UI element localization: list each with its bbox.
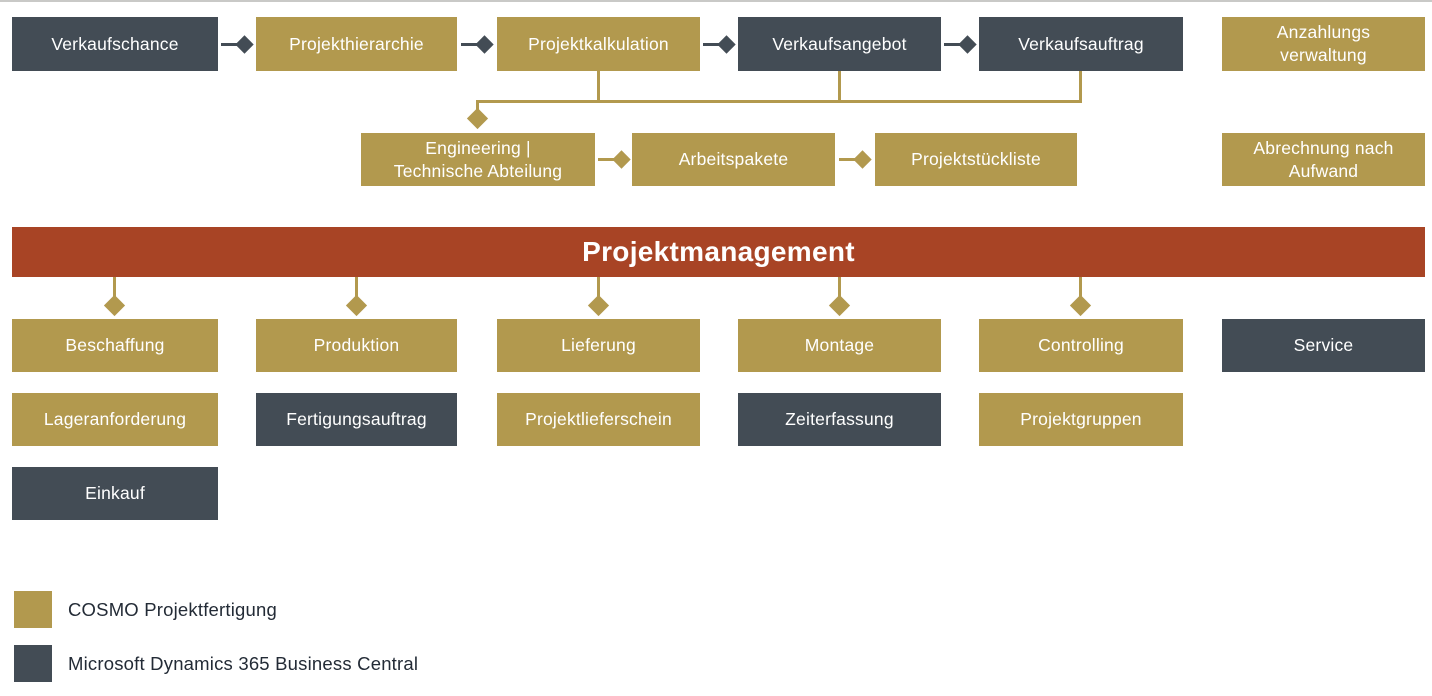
node-montage: Montage: [738, 319, 941, 372]
connector-line: [476, 100, 479, 114]
legend-swatch-cosmo: [14, 591, 52, 628]
node-projektstueckliste: Projektstückliste: [875, 133, 1077, 186]
top-divider: [0, 0, 1432, 2]
node-anzahlungsverwaltung: Anzahlungs verwaltung: [1222, 17, 1425, 71]
node-produktion: Produktion: [256, 319, 457, 372]
projektmanagement-banner: Projektmanagement: [12, 227, 1425, 277]
flow-arrow-down-icon: [587, 277, 610, 317]
connector-line: [838, 71, 841, 102]
flow-arrow-right-icon: [461, 35, 494, 54]
node-einkauf: Einkauf: [12, 467, 218, 520]
flow-arrow-right-icon: [944, 35, 977, 54]
flow-arrow-down-icon: [1069, 277, 1092, 317]
flow-arrow-right-icon: [221, 35, 254, 54]
node-lageranforderung: Lageranforderung: [12, 393, 218, 446]
node-fertigungsauftrag: Fertigungsauftrag: [256, 393, 457, 446]
node-projekthierarchie: Projekthierarchie: [256, 17, 457, 71]
node-zeiterfassung: Zeiterfassung: [738, 393, 941, 446]
node-verkaufsauftrag: Verkaufsauftrag: [979, 17, 1183, 71]
node-verkaufsangebot: Verkaufsangebot: [738, 17, 941, 71]
node-lieferung: Lieferung: [497, 319, 700, 372]
node-abrechnung: Abrechnung nach Aufwand: [1222, 133, 1425, 186]
node-projektkalkulation: Projektkalkulation: [497, 17, 700, 71]
flow-arrow-down-icon: [345, 277, 368, 317]
connector-line: [476, 100, 1082, 103]
flow-arrow-down-icon: [828, 277, 851, 317]
node-verkaufschance: Verkaufschance: [12, 17, 218, 71]
legend-swatch-dynamics: [14, 645, 52, 682]
legend-label-cosmo: COSMO Projektfertigung: [68, 598, 278, 620]
flow-arrow-right-icon: [703, 35, 736, 54]
connector-line: [1079, 71, 1082, 102]
flow-arrow-down-icon: [103, 277, 126, 317]
node-service: Service: [1222, 319, 1425, 372]
flow-arrow-right-icon: [598, 150, 631, 169]
node-projektgruppen: Projektgruppen: [979, 393, 1183, 446]
node-arbeitspakete: Arbeitspakete: [632, 133, 835, 186]
node-projektlieferschein: Projektlieferschein: [497, 393, 700, 446]
node-controlling: Controlling: [979, 319, 1183, 372]
node-beschaffung: Beschaffung: [12, 319, 218, 372]
flow-arrow-down-icon: [466, 107, 489, 130]
flow-arrow-right-icon: [839, 150, 872, 169]
legend-label-dynamics: Microsoft Dynamics 365 Business Central: [68, 652, 419, 674]
connector-line: [597, 71, 600, 102]
node-engineering: Engineering | Technische Abteilung: [361, 133, 595, 186]
